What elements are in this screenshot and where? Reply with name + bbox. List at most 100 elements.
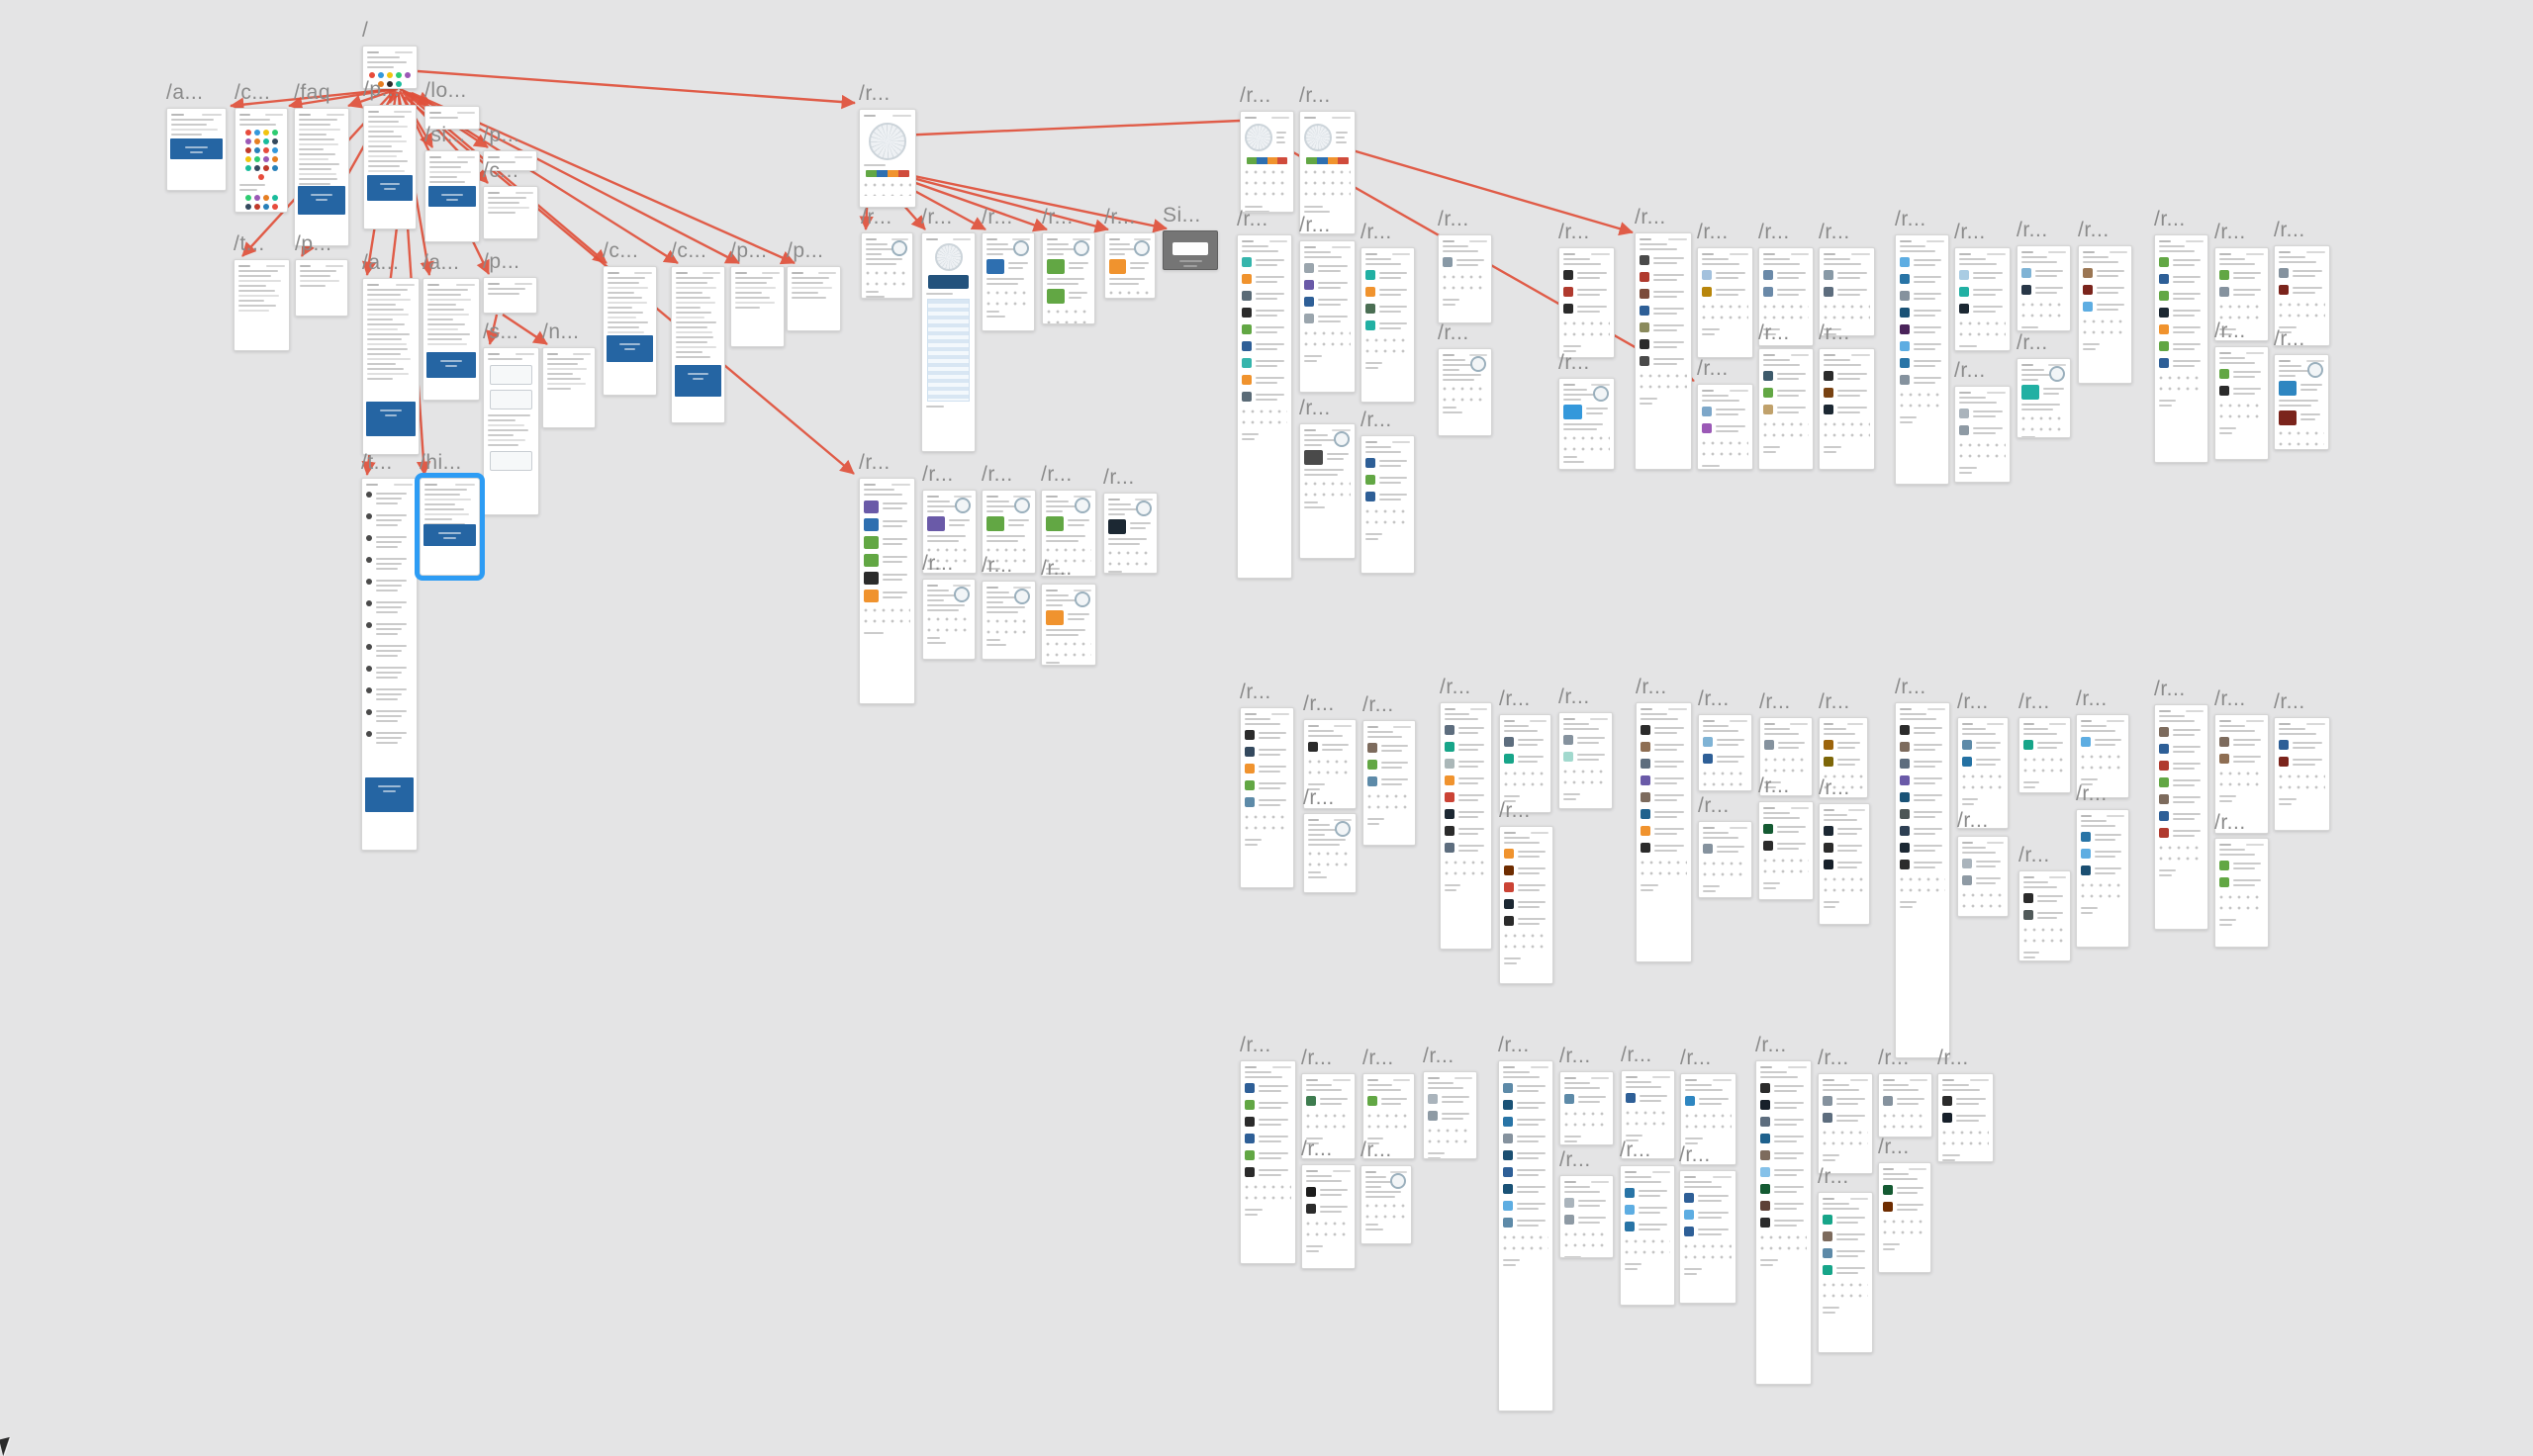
page-card[interactable] — [1895, 234, 1949, 485]
page-card[interactable] — [483, 186, 538, 239]
page-card[interactable] — [295, 259, 348, 317]
page-card[interactable] — [1558, 712, 1613, 809]
page-card[interactable] — [362, 46, 418, 89]
page-card[interactable] — [1819, 803, 1870, 925]
page-card[interactable] — [1104, 232, 1156, 299]
page-card[interactable] — [1937, 1073, 1994, 1162]
page-card[interactable] — [1042, 232, 1095, 324]
page-card[interactable] — [922, 579, 976, 660]
page-card[interactable] — [603, 266, 657, 396]
page-card[interactable] — [1819, 717, 1868, 798]
page-card[interactable] — [2154, 704, 2208, 930]
page-card[interactable] — [1499, 714, 1551, 813]
page-card[interactable] — [2214, 346, 2269, 460]
page-card[interactable] — [1758, 247, 1814, 346]
page-card[interactable] — [1360, 247, 1415, 403]
page-card[interactable] — [2214, 714, 2269, 834]
page-card[interactable] — [1818, 1192, 1873, 1353]
page-card[interactable] — [1299, 423, 1356, 559]
page-card[interactable] — [2274, 354, 2329, 450]
page-card[interactable] — [982, 232, 1035, 331]
page-card[interactable] — [1440, 702, 1492, 950]
page-card[interactable] — [1041, 584, 1096, 666]
page-card[interactable] — [1878, 1073, 1932, 1138]
page-card[interactable] — [424, 150, 480, 242]
page-card[interactable] — [363, 105, 417, 229]
page-card[interactable] — [361, 478, 418, 851]
page-card[interactable] — [422, 278, 480, 401]
page-card[interactable] — [1758, 348, 1814, 470]
page-card[interactable] — [730, 266, 785, 347]
page-card[interactable] — [982, 490, 1036, 574]
page-card[interactable] — [1636, 702, 1692, 962]
page-card[interactable] — [1635, 232, 1692, 470]
page-card[interactable] — [1362, 720, 1416, 846]
page-card[interactable] — [1698, 714, 1752, 791]
page-card[interactable] — [483, 277, 537, 314]
page-card[interactable] — [1498, 1060, 1553, 1411]
page-card[interactable] — [1240, 111, 1294, 213]
page-card[interactable] — [1819, 247, 1875, 336]
page-card[interactable] — [921, 232, 976, 452]
page-card[interactable] — [2214, 838, 2269, 948]
page-card[interactable] — [671, 266, 725, 423]
page-card[interactable] — [1758, 801, 1814, 900]
page-card[interactable] — [1299, 111, 1356, 234]
page-card[interactable] — [922, 490, 977, 574]
page-card[interactable] — [1360, 435, 1415, 574]
page-card[interactable] — [1819, 348, 1875, 470]
page-card[interactable] — [1759, 717, 1813, 796]
page-card[interactable] — [1558, 378, 1615, 470]
page-card[interactable] — [1620, 1165, 1675, 1306]
page-card[interactable] — [1697, 384, 1753, 470]
page-card[interactable] — [294, 108, 349, 246]
page-card[interactable] — [1818, 1073, 1873, 1174]
page-card[interactable] — [1041, 490, 1096, 577]
page-card[interactable] — [1697, 247, 1753, 358]
page-card[interactable] — [1698, 821, 1752, 898]
page-card[interactable] — [483, 150, 537, 171]
page-card[interactable] — [861, 232, 913, 299]
page-card[interactable] — [1559, 1175, 1614, 1258]
page-card[interactable] — [1240, 1060, 1296, 1264]
page-card[interactable] — [1957, 717, 2009, 829]
page-card[interactable] — [1299, 240, 1356, 393]
page-card[interactable] — [859, 109, 916, 208]
page-card[interactable] — [1360, 1165, 1412, 1244]
page-card[interactable] — [2076, 714, 2129, 798]
page-card[interactable] — [2018, 870, 2071, 961]
page-card[interactable] — [2214, 247, 2269, 341]
page-card[interactable] — [1301, 1073, 1356, 1159]
page-card[interactable] — [235, 108, 288, 213]
page-card[interactable] — [1679, 1170, 1736, 1304]
page-card[interactable] — [1499, 826, 1553, 984]
page-card[interactable] — [1878, 1162, 1931, 1273]
page-card[interactable] — [1103, 493, 1158, 574]
page-card[interactable] — [1423, 1071, 1477, 1159]
page-card[interactable] — [1163, 230, 1218, 270]
page-card[interactable] — [1954, 386, 2011, 483]
page-card[interactable] — [424, 106, 480, 130]
page-card[interactable] — [2274, 717, 2330, 831]
page-card[interactable] — [2017, 358, 2071, 438]
page-card[interactable] — [2017, 245, 2071, 331]
page-card-selected[interactable] — [415, 473, 485, 581]
page-card[interactable] — [1954, 247, 2011, 351]
page-card[interactable] — [1755, 1060, 1812, 1385]
page-card[interactable] — [362, 278, 420, 455]
page-card[interactable] — [542, 347, 596, 428]
page-card[interactable] — [1559, 1071, 1614, 1145]
page-card[interactable] — [234, 259, 290, 351]
page-card[interactable] — [1957, 836, 2009, 917]
page-card[interactable] — [166, 108, 227, 191]
page-card[interactable] — [1438, 348, 1492, 436]
page-card[interactable] — [1621, 1070, 1675, 1159]
page-card[interactable] — [982, 581, 1036, 660]
page-card[interactable] — [1895, 702, 1950, 1058]
page-card[interactable] — [1362, 1073, 1415, 1159]
page-card[interactable] — [1303, 719, 1357, 809]
page-card[interactable] — [2076, 809, 2129, 948]
page-card[interactable] — [787, 266, 841, 331]
page-card[interactable] — [2274, 245, 2330, 346]
